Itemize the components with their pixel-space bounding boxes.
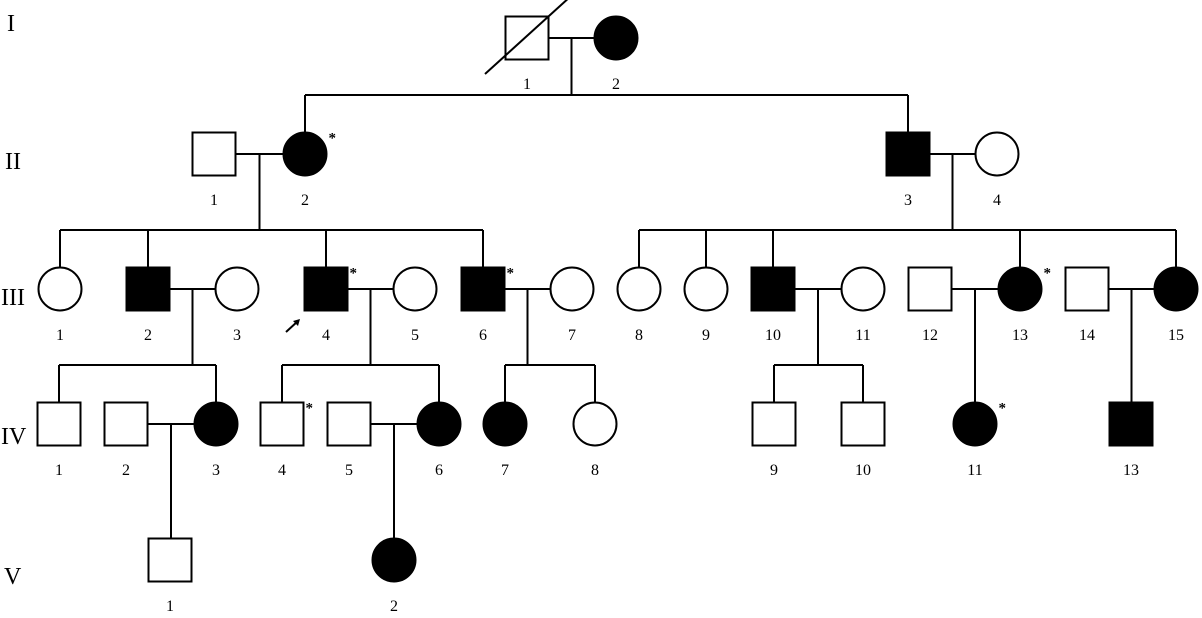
individual-iv-5-square-symbol [326, 401, 372, 447]
individual-iii-1-circle-symbol [37, 266, 83, 312]
individual-iii-5-label: 5 [411, 327, 419, 344]
individual-iv-9-square-symbol [751, 401, 797, 447]
individual-iv-6-circle-symbol [416, 401, 462, 447]
individual-iii-1-label: 1 [56, 327, 64, 344]
individual-iii-11-label: 11 [855, 327, 870, 344]
star-marker: * [1044, 266, 1052, 282]
individual-iii-9-circle-symbol [683, 266, 729, 312]
individual-iii-7-circle-symbol [549, 266, 595, 312]
individual-v-2-circle-symbol [371, 537, 417, 583]
individual-iii-15-circle-symbol [1153, 266, 1199, 312]
star-marker: * [329, 131, 337, 147]
individual-iii-7-label: 7 [568, 327, 576, 344]
individual-v-1-square-symbol [147, 537, 193, 583]
individual-iv-10-square-symbol [840, 401, 886, 447]
individual-iii-2-label: 2 [144, 327, 152, 344]
individual-iv-2-label: 2 [122, 462, 130, 479]
generation-label-IV: IV [1, 424, 27, 450]
individual-iv-8-label: 8 [591, 462, 599, 479]
individual-iii-14-square-symbol [1064, 266, 1110, 312]
individual-iv-13-label: 13 [1123, 462, 1139, 479]
individual-ii-1-square-symbol [191, 131, 237, 177]
star-marker: * [350, 266, 358, 282]
individual-iv-4-label: 4 [278, 462, 286, 479]
individual-iii-9-label: 9 [702, 327, 710, 344]
individual-iii-13-circle-symbol [997, 266, 1043, 312]
relationship-lines [58, 37, 1177, 539]
individual-iii-4-label: 4 [322, 327, 330, 344]
individual-iv-13-square-symbol [1108, 401, 1154, 447]
individual-iii-8-circle-symbol [616, 266, 662, 312]
individual-ii-1-label: 1 [210, 192, 218, 209]
individual-iii-13-label: 13 [1012, 327, 1028, 344]
individual-iv-1-label: 1 [55, 462, 63, 479]
generation-label-V: V [4, 564, 22, 590]
individual-iii-15-label: 15 [1168, 327, 1184, 344]
individual-iii-10-square-symbol [750, 266, 796, 312]
individual-ii-2-label: 2 [301, 192, 309, 209]
individual-iv-3-circle-symbol [193, 401, 239, 447]
individual-iii-11-circle-symbol [840, 266, 886, 312]
star-marker: * [507, 266, 515, 282]
individual-iv-11-label: 11 [967, 462, 982, 479]
individual-iii-3-circle-symbol [214, 266, 260, 312]
individual-symbols: * * * * * * [36, 0, 1199, 583]
individual-ii-3-label: 3 [904, 192, 912, 209]
individual-ii-4-circle-symbol [974, 131, 1020, 177]
individual-iv-4-square-symbol [259, 401, 305, 447]
individual-iv-9-label: 9 [770, 462, 778, 479]
individual-i-1-label: 1 [523, 76, 531, 93]
individual-iv-6-label: 6 [435, 462, 443, 479]
proband-arrowhead [293, 319, 300, 326]
generation-labels: I II III IV V [1, 11, 27, 590]
individual-iii-5-circle-symbol [392, 266, 438, 312]
individual-iv-5-label: 5 [345, 462, 353, 479]
generation-label-II: II [5, 149, 21, 175]
individual-iv-1-square-symbol [36, 401, 82, 447]
individual-iv-10-label: 10 [855, 462, 871, 479]
individual-iii-2-square-symbol [125, 266, 171, 312]
individual-ii-3-square-symbol [885, 131, 931, 177]
generation-label-I: I [7, 11, 15, 37]
deceased-slash [484, 0, 569, 75]
individual-iii-6-label: 6 [479, 327, 487, 344]
individual-iv-3-label: 3 [212, 462, 220, 479]
individual-iii-8-label: 8 [635, 327, 643, 344]
individual-iii-4-square-symbol [303, 266, 349, 312]
individual-iii-10-label: 10 [765, 327, 781, 344]
individual-ii-4-label: 4 [993, 192, 1001, 209]
individual-iii-6-square-symbol [460, 266, 506, 312]
individual-iii-12-square-symbol [907, 266, 953, 312]
generation-label-III: III [1, 285, 25, 311]
individual-v-2-label: 2 [390, 598, 398, 615]
individual-iv-8-circle-symbol [572, 401, 618, 447]
star-marker: * [306, 401, 314, 417]
individual-iv-7-label: 7 [501, 462, 509, 479]
star-marker: * [999, 401, 1007, 417]
individual-iv-11-circle-symbol [952, 401, 998, 447]
individual-iii-3-label: 3 [233, 327, 241, 344]
individual-ii-2-circle-symbol [282, 131, 328, 177]
individual-i-2-label: 2 [612, 76, 620, 93]
individual-i-2-circle-symbol [593, 15, 639, 61]
individual-v-1-label: 1 [166, 598, 174, 615]
individual-iv-2-square-symbol [103, 401, 149, 447]
individual-iii-12-label: 12 [922, 327, 938, 344]
individual-iv-7-circle-symbol [482, 401, 528, 447]
individual-iii-14-label: 14 [1079, 327, 1095, 344]
